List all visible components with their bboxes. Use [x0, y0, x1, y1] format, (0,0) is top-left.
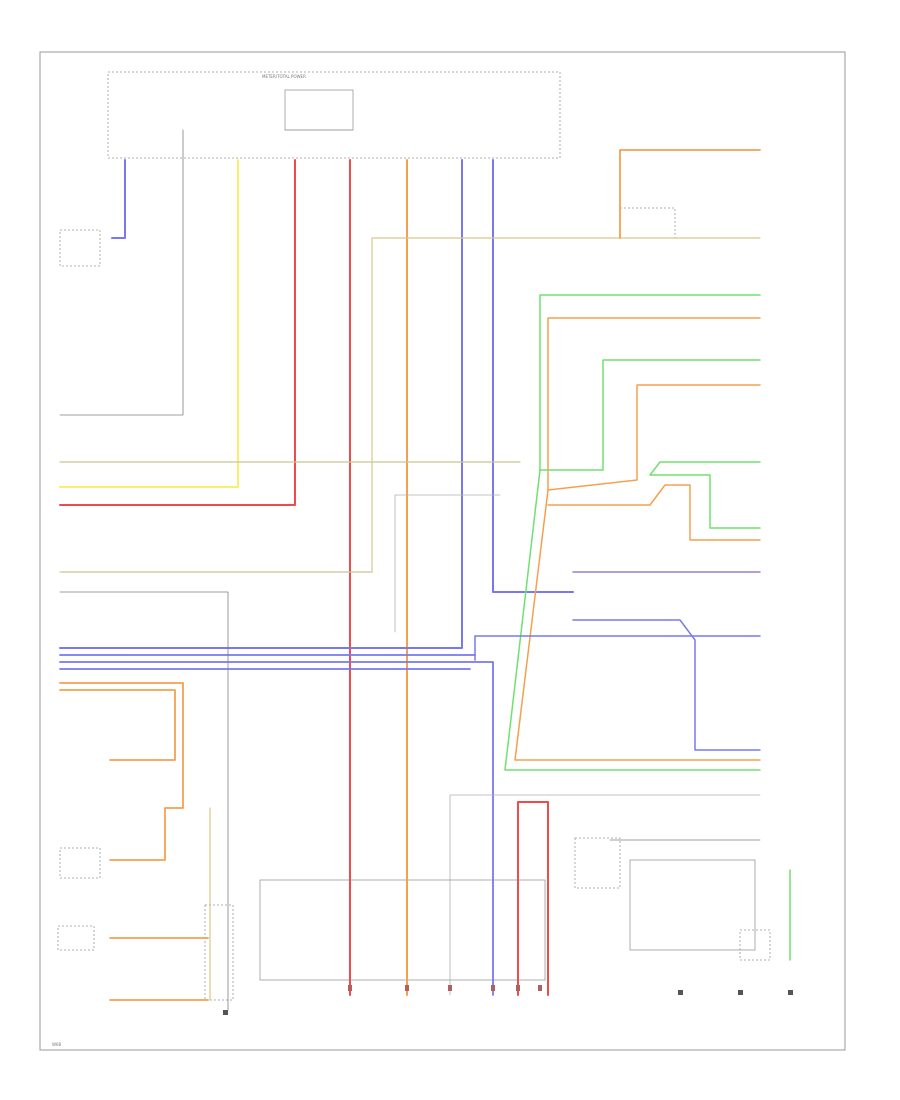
wire-blue-right	[572, 619, 761, 751]
left-sensor-box-2	[59, 847, 101, 879]
wire-blue-long-right	[474, 635, 761, 661]
wire-green-right-2	[539, 359, 761, 471]
ground-marker-3	[738, 990, 743, 995]
left-sensor-box-1	[59, 229, 101, 267]
wire-blue-vertical-1	[59, 159, 463, 649]
wire-gray-mid	[394, 494, 501, 633]
diagram-frame	[39, 51, 846, 1051]
wire-orange-left-1	[59, 682, 184, 861]
footer-code: W68	[52, 1042, 62, 1047]
wire-blue-vertical-2	[492, 159, 574, 593]
top-control-unit-label: METER/TOTAL POWER	[262, 74, 306, 79]
wire-red	[59, 159, 296, 506]
bottom-connector-pins	[348, 985, 542, 991]
top-inner-box	[284, 89, 354, 131]
wire-yellow	[59, 159, 239, 488]
wire-gray-left-2	[59, 591, 229, 1011]
ground-marker-1	[223, 1010, 228, 1015]
connector-block-bottom	[204, 904, 234, 1001]
wire-blue-bundle-2	[59, 661, 494, 996]
wire-gray-left-1	[59, 129, 184, 416]
wire-orange-right-3	[547, 484, 761, 541]
left-sensor-box-3	[57, 925, 95, 951]
ground-marker-4	[788, 990, 793, 995]
bottom-right-box-2	[629, 859, 756, 951]
wire-blue-top-left	[111, 159, 126, 239]
ground-marker-2	[678, 990, 683, 995]
wire-red-bottom-right	[517, 801, 549, 996]
wire-orange-left-2	[59, 689, 176, 761]
bottom-right-box-1	[574, 837, 621, 889]
wire-orange-right-2	[547, 384, 761, 491]
bottom-right-box-3	[739, 929, 771, 961]
bottom-ground-box	[259, 879, 546, 981]
wire-gray-bottom	[449, 794, 761, 996]
wire-tan-orange-top	[619, 149, 761, 239]
wire-green-right-3	[649, 461, 761, 529]
top-control-unit-box	[107, 71, 561, 159]
right-sensor-box	[619, 207, 676, 239]
wire-tan-top	[371, 237, 761, 573]
